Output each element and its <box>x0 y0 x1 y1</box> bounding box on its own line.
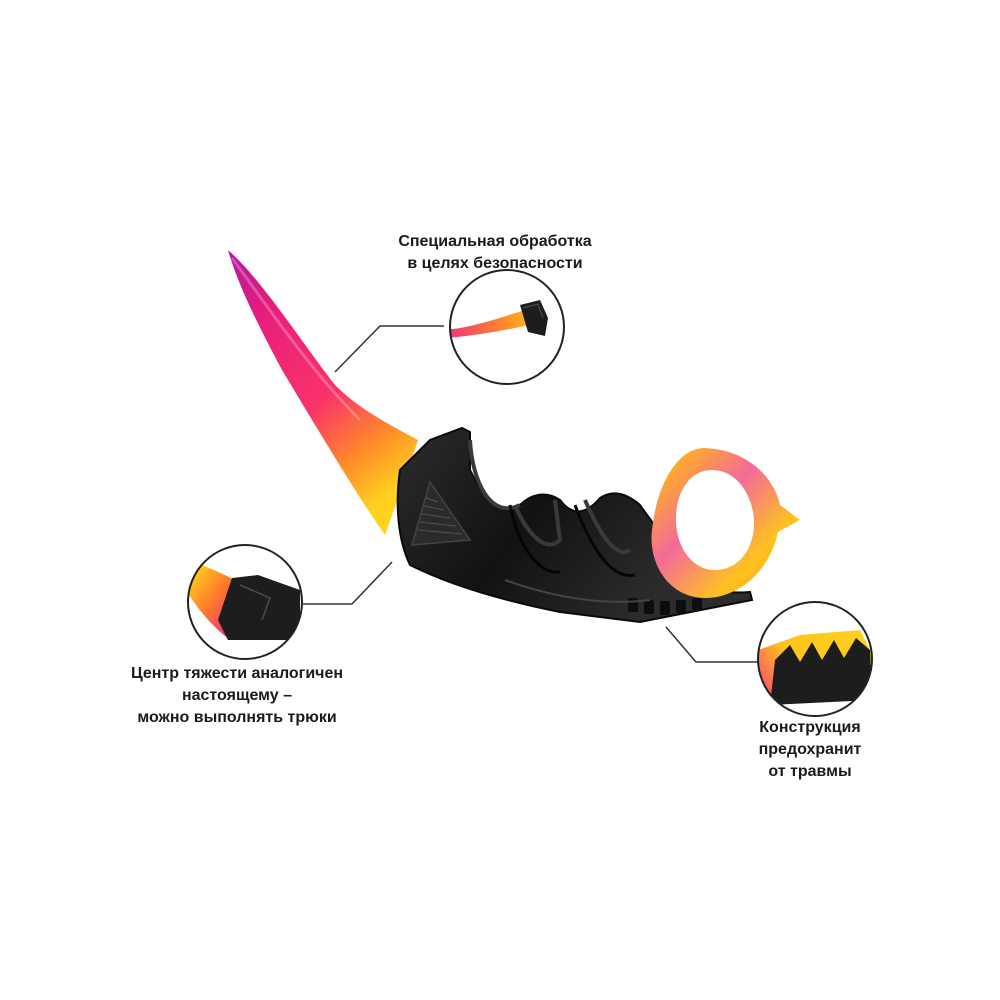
callout-line: Конструкция <box>759 719 861 736</box>
callout-construction: Конструкция предохранит от травмы <box>720 717 900 783</box>
callout-line: настоящему – <box>181 687 293 704</box>
callout-line: предохранит <box>758 741 862 758</box>
callout-center-of-gravity: Центр тяжести аналогичен настоящему – мо… <box>92 663 382 729</box>
zoom-circle-balance <box>187 544 303 660</box>
callout-line: Специальная обработка <box>398 233 592 250</box>
callout-line: от травмы <box>768 763 852 780</box>
callout-safety-treatment: Специальная обработка в целях безопаснос… <box>330 231 660 275</box>
callout-line: в целях безопасности <box>407 255 583 272</box>
blade <box>228 250 418 535</box>
callout-line: можно выполнять трюки <box>137 709 337 726</box>
karambit-knife <box>228 250 800 624</box>
callout-line: Центр тяжести аналогичен <box>130 665 344 682</box>
leader-lines <box>303 325 760 663</box>
finger-ring <box>651 448 800 598</box>
zoom-circle-safety <box>449 269 565 385</box>
zoom-circle-construction <box>757 601 873 717</box>
